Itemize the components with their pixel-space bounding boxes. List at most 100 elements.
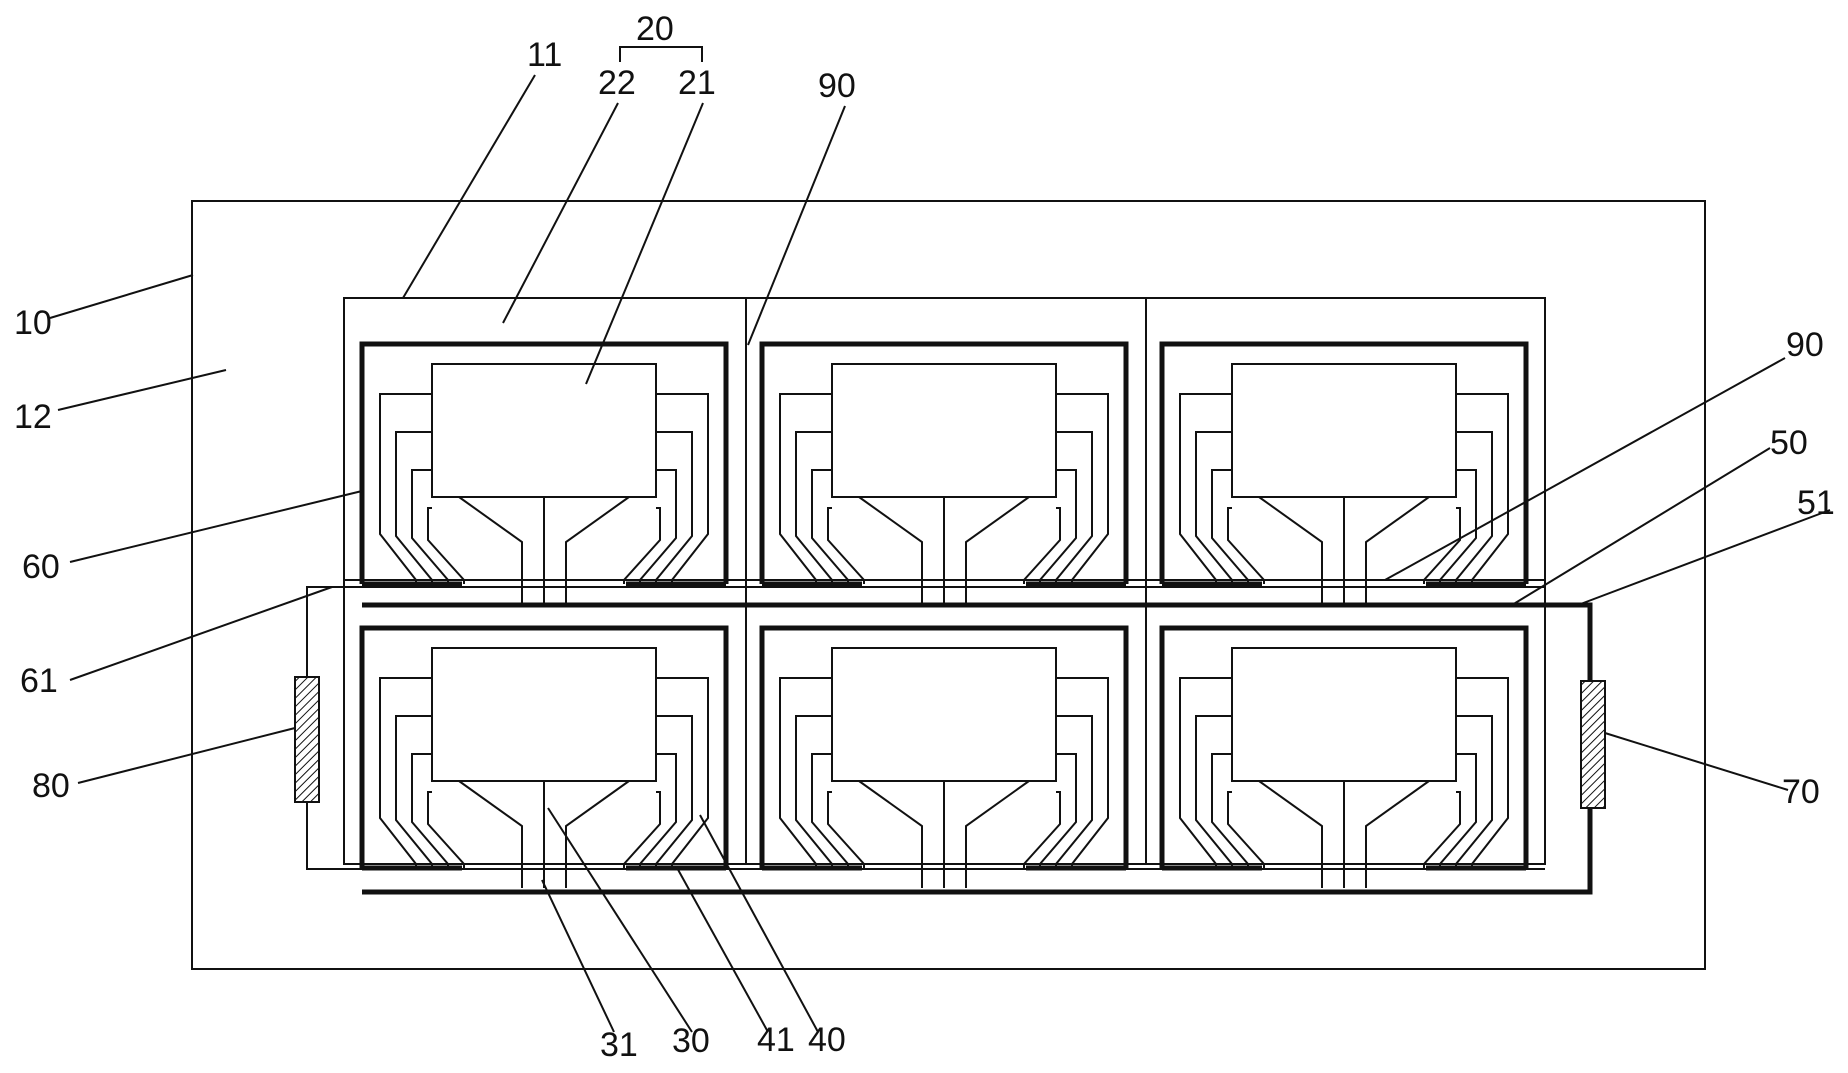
cell-0-1-chip <box>831 363 1057 498</box>
cell-0-1-left-trace <box>779 393 832 584</box>
label-31: 31 <box>600 1026 638 1064</box>
cell-1-2-funnel-left <box>1258 780 1323 888</box>
cell-1-2-left-trace <box>1211 753 1249 868</box>
cell-0-0-left-trace <box>411 469 449 584</box>
cell-1-0-chip <box>431 647 657 782</box>
cell-0-1-left-trace <box>827 507 865 584</box>
leader-40 <box>699 814 819 1033</box>
cell-0-0-right-trace <box>656 393 709 584</box>
label-21: 21 <box>678 64 716 102</box>
label-22: 22 <box>598 64 636 102</box>
cell-0-0-funnel-right <box>565 496 630 604</box>
cell-0-2-left-trace <box>1227 507 1265 584</box>
cell-0-2-funnel-left <box>1258 496 1323 604</box>
label-11: 11 <box>527 36 562 74</box>
leader-10 <box>49 274 194 319</box>
cell-1-2-right-trace <box>1455 715 1493 868</box>
cell-0-2-right-trace <box>1455 431 1493 584</box>
cell-0-2-frame <box>1159 341 1529 584</box>
cell-1-1-left-trace <box>827 791 865 868</box>
cell-0-0-right-trace <box>623 507 661 584</box>
cell-1-1-right-trace <box>1055 715 1093 868</box>
cell-0-1-right-trace <box>1056 393 1109 584</box>
cell-0-2-right-trace <box>1439 469 1477 584</box>
cell-0-1-left-trace <box>795 431 833 584</box>
cell-0-0-left-trace <box>395 431 433 584</box>
cell-0-0-right-trace <box>639 469 677 584</box>
cell-1-2-funnel-right <box>1365 780 1430 888</box>
cell-1-2-left-trace <box>1179 677 1232 868</box>
leader-11 <box>402 74 536 299</box>
label-60: 60 <box>22 548 60 586</box>
substrate-outline <box>191 200 1706 970</box>
cell-1-0-funnel-left <box>458 780 523 888</box>
label-90-right: 90 <box>1786 326 1824 364</box>
label-10: 10 <box>14 304 52 342</box>
cell-1-0-left-trace <box>395 715 433 868</box>
cell-1-2-left-trace <box>1195 715 1233 868</box>
cell-0-1-funnel-left <box>858 496 923 604</box>
label-40: 40 <box>808 1021 846 1059</box>
leader-31 <box>541 879 615 1033</box>
leader-61 <box>69 586 333 681</box>
label-61: 61 <box>20 662 58 700</box>
pad-70 <box>1580 680 1606 809</box>
cell-0-1-right-trace <box>1039 469 1077 584</box>
cell-1-2-left-trace <box>1227 791 1265 868</box>
cell-1-1-right-trace <box>1023 791 1061 868</box>
cell-0-2-right-trace <box>1423 507 1461 584</box>
cell-1-0-left-trace <box>379 677 432 868</box>
cell-1-1-left-trace <box>795 715 833 868</box>
cell-0-2-right-trace <box>1456 393 1509 584</box>
cell-0-0-chip <box>431 363 657 498</box>
cell-1-1-funnel-left <box>858 780 923 888</box>
cell-0-2-funnel-right <box>1365 496 1430 604</box>
cell-0-0-frame <box>359 341 729 584</box>
cell-1-0-frame <box>359 625 729 868</box>
label-30: 30 <box>672 1022 710 1060</box>
label-20: 20 <box>636 10 674 48</box>
cell-1-1-left-trace <box>811 753 849 868</box>
cell-0-1-frame <box>759 341 1129 584</box>
bracket-20 <box>619 46 703 62</box>
cell-1-0-right-trace <box>656 677 709 868</box>
cell-1-2-right-trace <box>1456 677 1509 868</box>
cell-1-2-frame <box>1159 625 1529 868</box>
cell-0-1-funnel-right <box>965 496 1030 604</box>
cell-0-2-left-trace <box>1179 393 1232 584</box>
leader-30 <box>547 807 693 1033</box>
cell-group <box>359 341 1529 888</box>
cell-0-2-left-trace <box>1195 431 1233 584</box>
leader-80 <box>77 727 296 784</box>
cell-1-0-funnel-right <box>565 780 630 888</box>
label-41: 41 <box>757 1021 795 1059</box>
cell-1-0-left-trace <box>427 791 465 868</box>
cell-1-1-left-trace <box>779 677 832 868</box>
leader-90a <box>747 105 846 346</box>
label-12: 12 <box>14 398 52 436</box>
cell-1-1-funnel-right <box>965 780 1030 888</box>
leader-12 <box>57 369 227 411</box>
cell-0-1-right-trace <box>1055 431 1093 584</box>
cell-1-2-chip <box>1231 647 1457 782</box>
cell-0-0-right-trace <box>655 431 693 584</box>
cell-1-0-left-trace <box>411 753 449 868</box>
leader-70 <box>1604 732 1789 791</box>
cell-1-0-right-trace <box>655 715 693 868</box>
label-70: 70 <box>1782 773 1820 811</box>
cell-1-2-right-trace <box>1423 791 1461 868</box>
leader-41 <box>675 865 769 1033</box>
cell-1-0-right-trace <box>639 753 677 868</box>
cell-1-1-right-trace <box>1039 753 1077 868</box>
cell-0-2-chip <box>1231 363 1457 498</box>
label-51: 51 <box>1797 484 1835 522</box>
leader-21 <box>585 102 704 385</box>
cell-0-0-funnel-left <box>458 496 523 604</box>
pad-80 <box>294 676 320 803</box>
label-50: 50 <box>1770 424 1808 462</box>
leader-22 <box>502 102 619 324</box>
cell-1-1-frame <box>759 625 1129 868</box>
leader-50 <box>1511 447 1771 606</box>
leader-60 <box>69 490 363 563</box>
